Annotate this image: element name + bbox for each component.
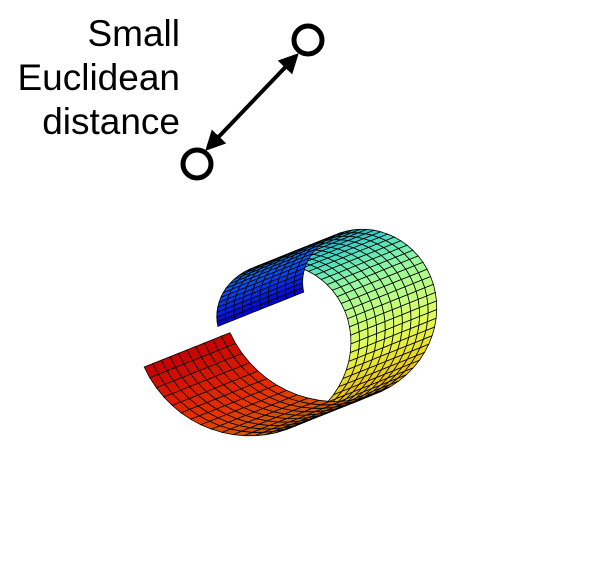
- annotation-line-1: Small: [87, 13, 180, 54]
- double-headed-arrow: [205, 53, 299, 151]
- annotation-line-2: Euclidean: [17, 57, 180, 98]
- outer-point-marker: [291, 23, 325, 57]
- inner-point-marker: [180, 147, 214, 181]
- mesh-cell: [293, 286, 305, 297]
- mesh-cell: [353, 394, 372, 403]
- annotation-label: Small Euclidean distance: [0, 12, 180, 144]
- annotation-line-3: distance: [42, 101, 180, 142]
